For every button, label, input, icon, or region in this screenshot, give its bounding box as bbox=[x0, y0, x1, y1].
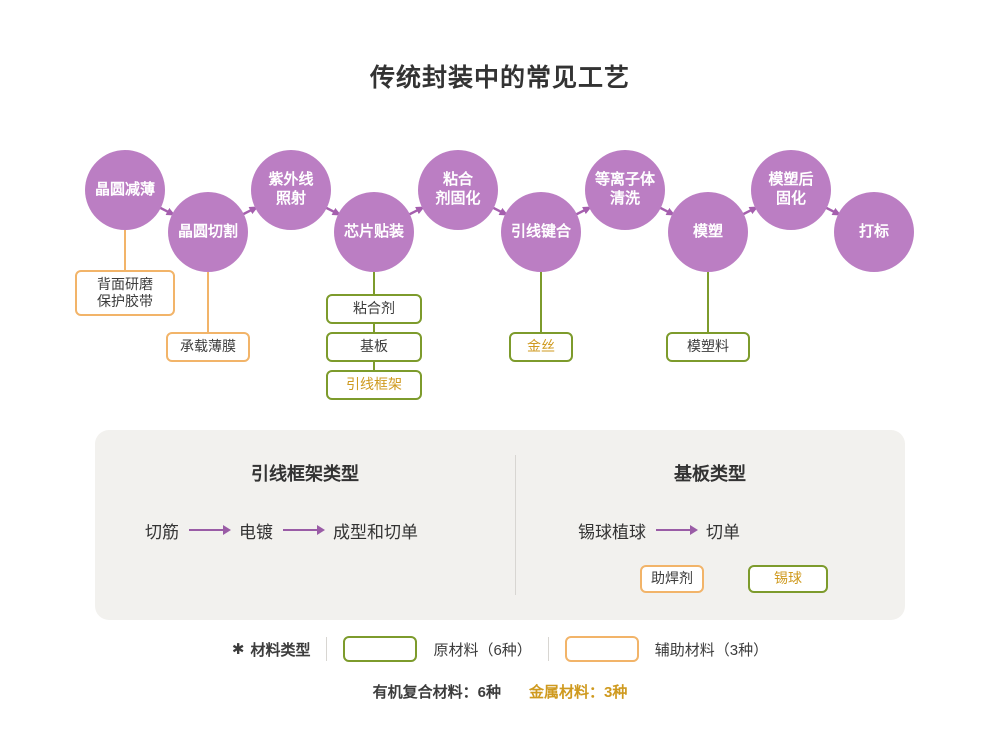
material-substrate: 基板 bbox=[326, 332, 422, 362]
leadframe-types-heading: 引线框架类型 bbox=[251, 464, 359, 484]
aux-material-swatch bbox=[564, 636, 639, 662]
material-solder-ball: 锡球 bbox=[748, 565, 828, 593]
process-step-adhesive-curing: 粘合 剂固化 bbox=[418, 150, 498, 230]
leadframe-step-forming-singulation: 成型和切单 bbox=[333, 522, 418, 542]
right-arrow-icon bbox=[189, 525, 231, 535]
substrate-process-row: 锡球植球 切单 bbox=[578, 518, 740, 542]
substrate-types-heading: 基板类型 bbox=[674, 464, 746, 484]
right-arrow-icon bbox=[656, 525, 698, 535]
process-step-wafer-dicing: 晶圆切割 bbox=[168, 192, 248, 272]
substrate-step-singulation: 切单 bbox=[706, 522, 740, 542]
legend-divider bbox=[547, 637, 549, 661]
leadframe-step-plating: 电镀 bbox=[239, 522, 273, 542]
asterisk-icon: ✱ bbox=[231, 641, 245, 658]
material-back-grinding-tape: 背面研磨 保护胶带 bbox=[75, 270, 175, 316]
raw-material-label: 原材料（6种） bbox=[433, 641, 532, 659]
leadframe-process-row: 切筋 电镀 成型和切单 bbox=[145, 518, 418, 542]
process-step-plasma-cleaning: 等离子体 清洗 bbox=[585, 150, 665, 230]
process-step-post-mold-cure: 模塑后 固化 bbox=[751, 150, 831, 230]
process-step-molding: 模塑 bbox=[668, 192, 748, 272]
aux-material-label: 辅助材料（3种） bbox=[654, 641, 769, 659]
material-carrier-film: 承载薄膜 bbox=[166, 332, 250, 362]
process-step-marking: 打标 bbox=[834, 192, 914, 272]
material-type-label: 材料类型 bbox=[250, 641, 311, 659]
organic-composite-count: 有机复合材料：6种 bbox=[372, 684, 501, 701]
right-arrow-icon bbox=[283, 525, 325, 535]
process-step-uv-irradiation: 紫外线 照射 bbox=[251, 150, 331, 230]
panel-divider bbox=[515, 455, 516, 595]
material-gold-wire: 金丝 bbox=[509, 332, 573, 362]
leadframe-step-trim: 切筋 bbox=[145, 522, 179, 542]
material-counts: 有机复合材料：6种 金属材料：3种 bbox=[0, 681, 1000, 702]
substrate-step-ball-attach: 锡球植球 bbox=[578, 522, 646, 542]
material-lead-frame: 引线框架 bbox=[326, 370, 422, 400]
legend-divider bbox=[326, 637, 328, 661]
material-flux: 助焊剂 bbox=[640, 565, 704, 593]
process-step-wire-bonding: 引线键合 bbox=[501, 192, 581, 272]
material-adhesive: 粘合剂 bbox=[326, 294, 422, 324]
page-title: 传统封装中的常见工艺 bbox=[369, 64, 630, 92]
legend: ✱ 材料类型 原材料（6种） 辅助材料（3种） bbox=[0, 636, 1000, 662]
raw-material-swatch bbox=[343, 636, 418, 662]
process-step-wafer-thinning: 晶圆减薄 bbox=[85, 150, 165, 230]
metal-material-count: 金属材料：3种 bbox=[529, 684, 628, 701]
material-type-title: ✱ 材料类型 bbox=[232, 639, 311, 660]
material-molding-compound: 模塑料 bbox=[666, 332, 750, 362]
process-step-die-attach: 芯片贴装 bbox=[334, 192, 414, 272]
